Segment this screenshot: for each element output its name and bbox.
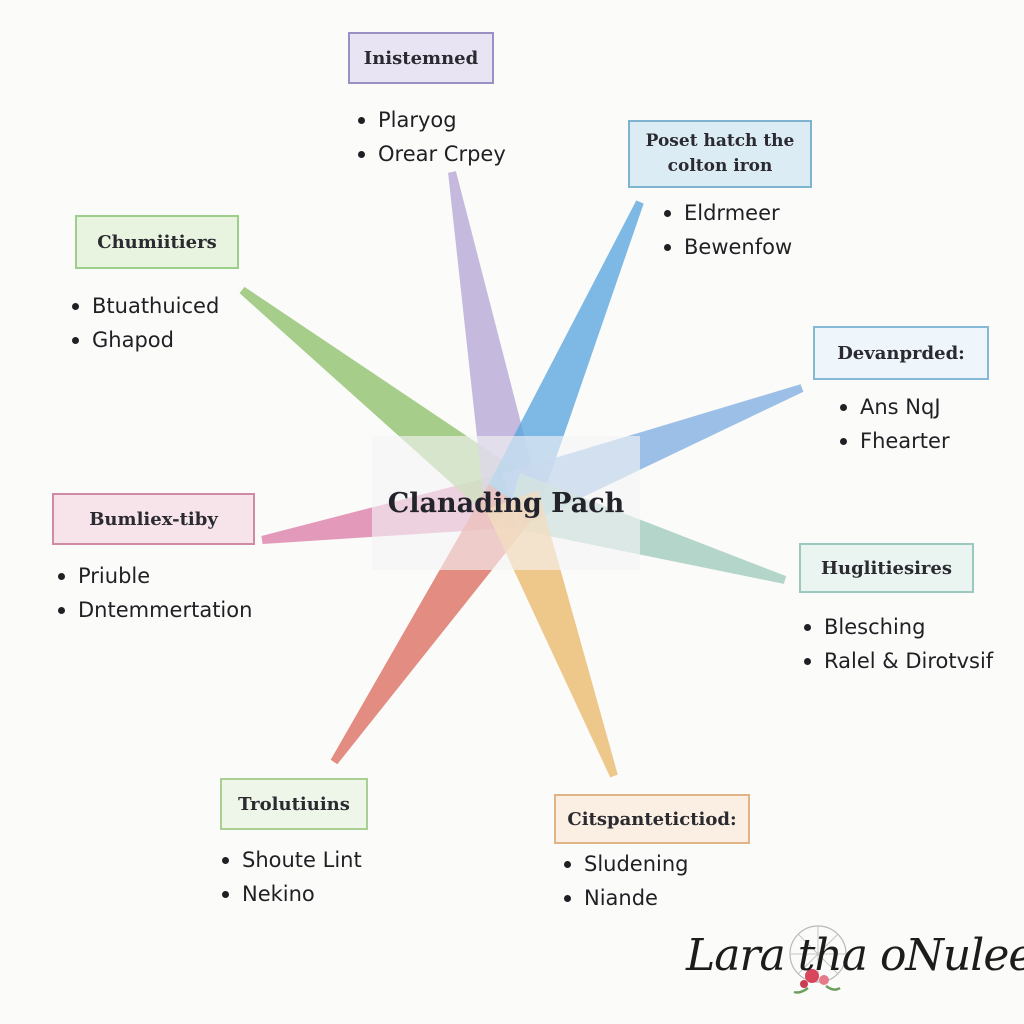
node-top-right-label: Poset hatch the colton iron — [628, 120, 812, 188]
node-right-upper-label: Devanprded: — [813, 326, 989, 380]
node-right-upper-list: Ans NqJ Fhearter — [840, 390, 950, 458]
node-top-label: Inistemned — [348, 32, 494, 84]
node-left-upper-label: Chumiitiers — [75, 215, 239, 269]
list-item: Fhearter — [840, 424, 950, 458]
list-item: Sludening — [564, 847, 689, 881]
node-left-list: Priuble Dntemmertation — [58, 559, 252, 627]
list-item: Ghapod — [72, 323, 219, 357]
list-item: Priuble — [58, 559, 252, 593]
list-item: Ans NqJ — [840, 390, 950, 424]
node-bottom-right-label: Citspantetictiod: — [554, 794, 750, 844]
node-right-lower-label: Huglitiesires — [799, 543, 974, 593]
node-left-label: Bumliex-tiby — [52, 493, 255, 545]
node-left-upper-list: Btuathuiced Ghapod — [72, 289, 219, 357]
list-item: Btuathuiced — [72, 289, 219, 323]
node-bottom-right-list: Sludening Niande — [564, 847, 689, 915]
list-item: Blesching — [804, 610, 993, 644]
signature: Lara tha oNulee — [686, 930, 1024, 981]
node-top-list: Plaryog Orear Crpey — [358, 103, 506, 171]
list-item: Bewenfow — [664, 230, 792, 264]
ray-top — [448, 171, 540, 506]
list-item: Niande — [564, 881, 689, 915]
list-item: Ralel & Dirotvsif — [804, 644, 993, 678]
node-top-right-list: Eldrmeer Bewenfow — [664, 196, 792, 264]
list-item: Plaryog — [358, 103, 506, 137]
list-item: Orear Crpey — [358, 137, 506, 171]
node-bottom-left-label: Trolutiuins — [220, 778, 368, 830]
center-hub: Clanading Pach — [372, 436, 640, 570]
flower-icon — [789, 925, 847, 994]
list-item: Eldrmeer — [664, 196, 792, 230]
node-bottom-left-list: Shoute Lint Nekino — [222, 843, 362, 911]
ray-top-right — [486, 200, 644, 512]
list-item: Dntemmertation — [58, 593, 252, 627]
list-item: Nekino — [222, 877, 362, 911]
list-item: Shoute Lint — [222, 843, 362, 877]
node-right-lower-list: Blesching Ralel & Dirotvsif — [804, 610, 993, 678]
center-title: Clanading Pach — [387, 487, 625, 519]
